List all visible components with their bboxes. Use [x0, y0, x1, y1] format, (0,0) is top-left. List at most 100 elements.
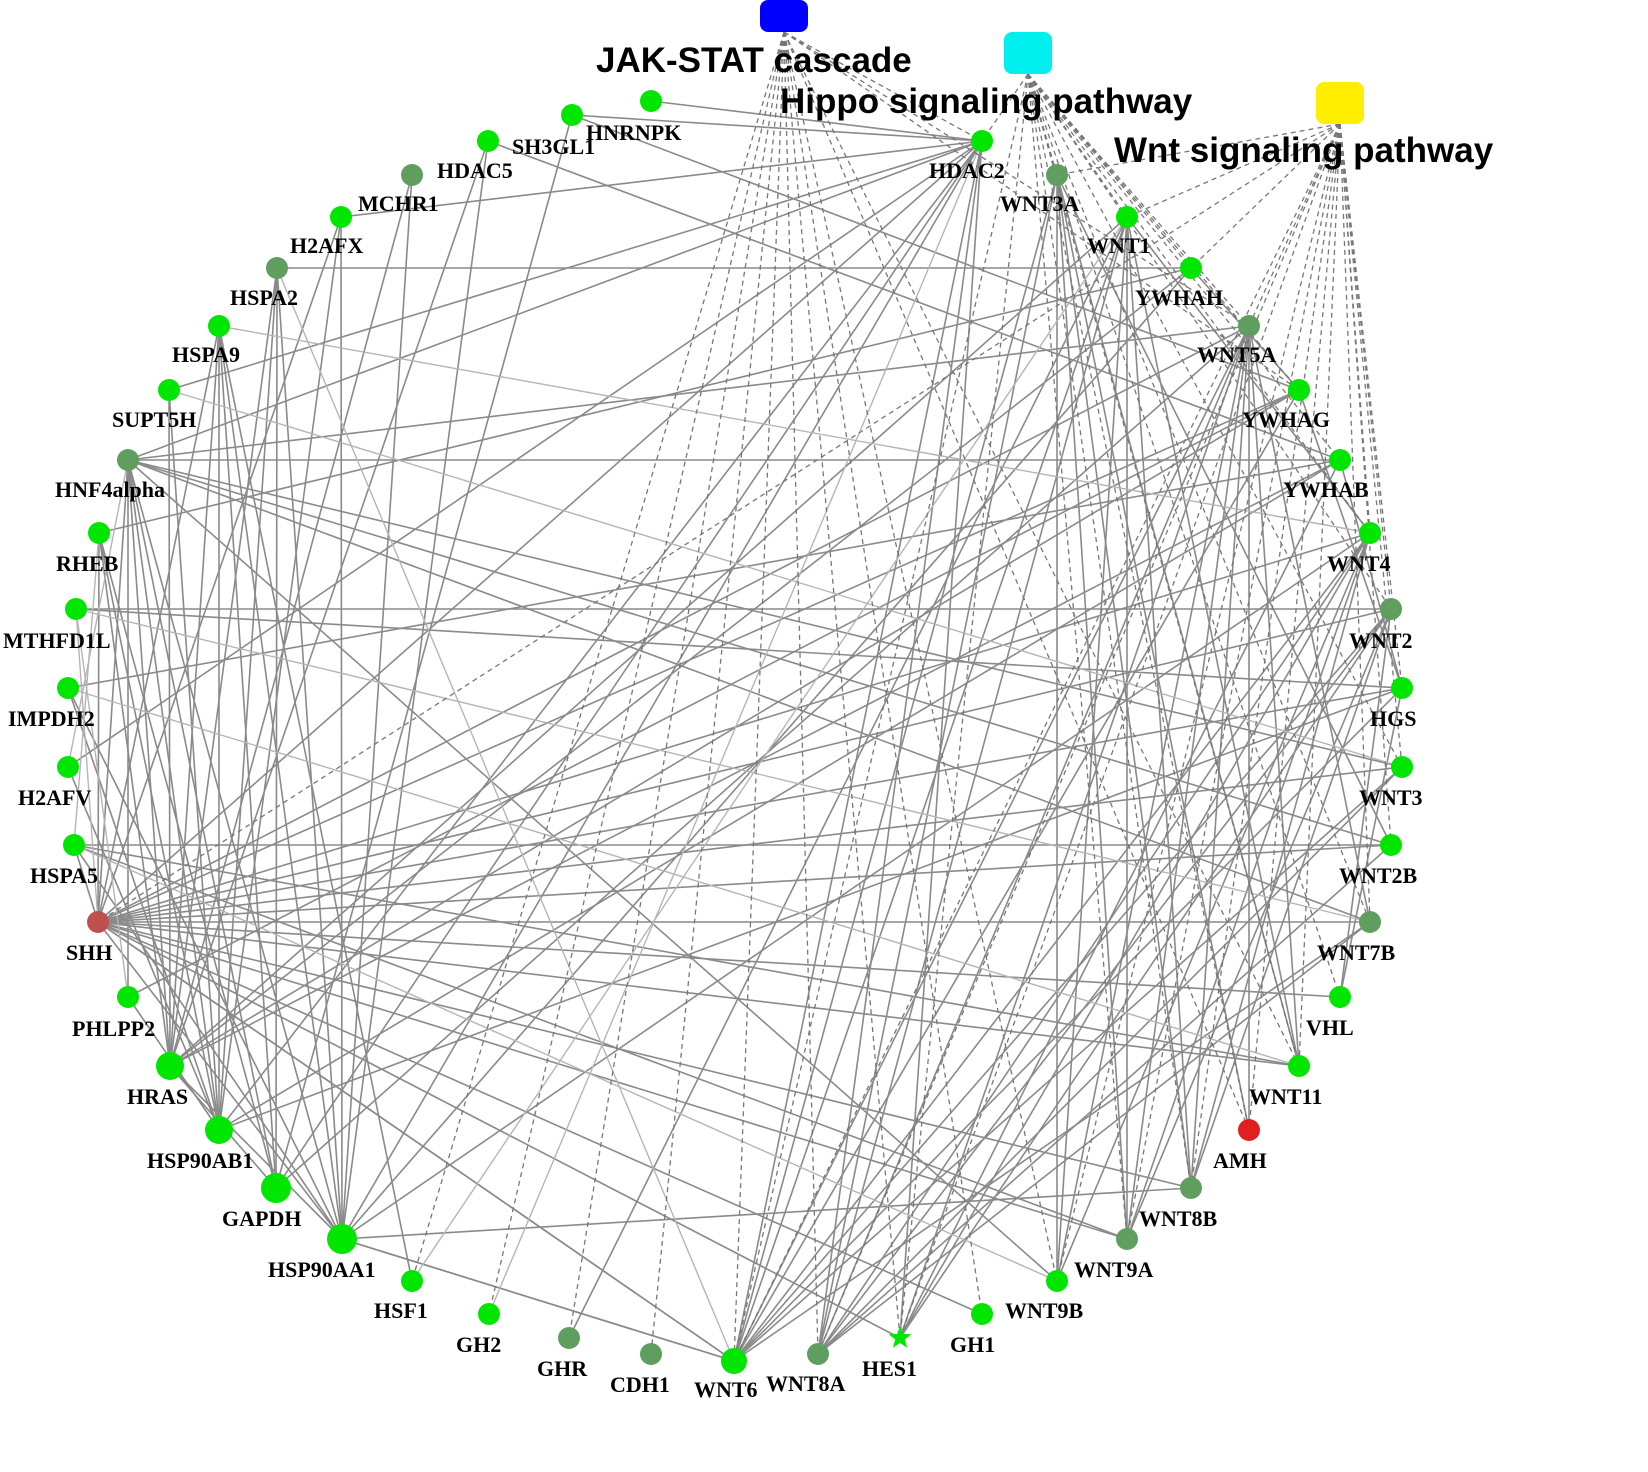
edge-wnt11-wnt5a [1248, 325, 1300, 1067]
edge-hras-mchr1 [169, 174, 413, 1067]
gene-label-wnt6: WNT6 [694, 1377, 758, 1402]
gene-node-supt5h[interactable] [158, 379, 180, 401]
gene-node-shh[interactable] [87, 911, 109, 933]
edge-impdh2-hsp90ab1 [67, 687, 220, 1131]
edge-wnt8a-wnt7b [817, 921, 1371, 1355]
gene-node-ghr[interactable] [558, 1327, 580, 1349]
gene-label-ywhag: YWHAG [1242, 407, 1330, 432]
gene-node-hspa2[interactable] [266, 257, 288, 279]
pathway-edge-hippo-wnt4 [1027, 73, 1371, 534]
gene-node-wnt5a[interactable] [1238, 315, 1260, 337]
pathway-edge-jak-gh2 [488, 31, 785, 1315]
gene-node-gapdh[interactable] [261, 1173, 291, 1203]
pathway-edge-jak-hsf1 [411, 31, 785, 1282]
hippo-signaling-pathway-node[interactable] [1004, 32, 1052, 74]
gene-node-mthfd1l[interactable] [65, 598, 87, 620]
gene-node-ywhag[interactable] [1288, 379, 1310, 401]
gene-node-wnt4[interactable] [1359, 522, 1381, 544]
gene-node-hsp90ab1[interactable] [205, 1116, 233, 1144]
gene-node-wnt11[interactable] [1288, 1055, 1310, 1077]
gene-label-hsp90ab1: HSP90AB1 [147, 1148, 253, 1173]
pathway-edge-wnt-wnt8b [1190, 123, 1341, 1189]
gene-node-ywhab[interactable] [1329, 449, 1351, 471]
jak-stat-cascade-label: JAK-STAT cascade [596, 41, 912, 80]
pathway-edge-hippo-hes1 [899, 73, 1029, 1339]
gene-label-ywhah: YWHAH [1135, 285, 1223, 310]
gene-node-hdac2[interactable] [971, 130, 993, 152]
pathway-edge-hippo-vhl [1027, 73, 1341, 998]
gene-node-phlpp2[interactable] [117, 986, 139, 1008]
edge-ywhag-hgs [1298, 389, 1403, 689]
gene-node-gh1[interactable] [971, 1303, 993, 1325]
gene-node-h2afx[interactable] [330, 206, 352, 228]
pathway-nodes: JAK-STAT cascade Hippo signaling pathway… [596, 0, 1494, 170]
gene-node-wnt6[interactable] [721, 1348, 747, 1374]
gene-node-wnt9b[interactable] [1046, 1270, 1068, 1292]
gene-node-wnt8b[interactable] [1180, 1177, 1202, 1199]
edge-hras-wnt1 [169, 216, 1128, 1067]
gene-node-wnt1[interactable] [1116, 206, 1138, 228]
edge-wnt6-wnt7b [733, 921, 1371, 1362]
edge-hsp90aa1-h2afx [340, 216, 343, 1240]
edge-hes1-wnt5a [899, 325, 1250, 1339]
gene-label-hdac2: HDAC2 [929, 158, 1005, 183]
edge-hras-rheb [98, 532, 171, 1067]
gene-node-hspa5[interactable] [63, 834, 85, 856]
wnt-signaling-pathway-label: Wnt signaling pathway [1114, 131, 1494, 170]
gene-label-rheb: RHEB [56, 551, 119, 576]
wnt-signaling-pathway-node[interactable] [1316, 82, 1364, 124]
edge-supt5h-hdac2 [168, 140, 983, 391]
gene-node-hnf4alpha[interactable] [117, 449, 139, 471]
edge-hras-hdac5 [169, 140, 489, 1067]
gene-node-vhl[interactable] [1329, 986, 1351, 1008]
edge-wnt5a-wnt7b [1248, 325, 1371, 923]
gene-node-hdac5[interactable] [477, 130, 499, 152]
gene-node-amh[interactable] [1238, 1119, 1260, 1141]
edge-wnt9b-wnt5a [1056, 325, 1250, 1282]
gene-label-wnt8a: WNT8A [766, 1371, 846, 1396]
gene-node-mchr1[interactable] [401, 164, 423, 186]
gene-label-h2afx: H2AFX [290, 233, 363, 258]
edge-gapdh-hspa9 [218, 325, 277, 1189]
gene-node-wnt2b[interactable] [1380, 834, 1402, 856]
pathway-edge-wnt-wnt5a [1248, 123, 1341, 327]
gene-node-wnt9a[interactable] [1116, 1228, 1138, 1250]
gene-label-mchr1: MCHR1 [358, 191, 439, 216]
gene-label-hspa9: HSPA9 [172, 342, 240, 367]
gene-label-hsf1: HSF1 [374, 1298, 428, 1323]
gene-node-wnt3[interactable] [1391, 756, 1413, 778]
gene-node-wnt3a[interactable] [1046, 164, 1068, 186]
gene-node-hsf1[interactable] [401, 1270, 423, 1292]
gene-node-h2afv[interactable] [57, 756, 79, 778]
gene-node-hsp90aa1[interactable] [327, 1224, 357, 1254]
gene-node-hnrnpk[interactable] [640, 90, 662, 112]
gene-node-wnt8a[interactable] [807, 1343, 829, 1365]
gene-node-wnt7b[interactable] [1359, 911, 1381, 933]
gene-node-cdh1[interactable] [640, 1343, 662, 1365]
edge-mthfd1l-wnt7b [75, 608, 1371, 923]
gene-node-hgs[interactable] [1391, 677, 1413, 699]
gene-node-ywhah[interactable] [1180, 257, 1202, 279]
pathway-edge-hippo-hdac2 [981, 73, 1029, 142]
jak-stat-cascade-node[interactable] [760, 0, 808, 32]
gene-node-gh2[interactable] [478, 1303, 500, 1325]
gene-node-sh3gl1[interactable] [561, 104, 583, 126]
gene-label-wnt1: WNT1 [1087, 233, 1151, 258]
gene-label-wnt7b: WNT7B [1317, 940, 1396, 965]
edge-wnt8b-wnt5a [1190, 325, 1250, 1189]
edge-hsp90aa1-hspa2 [276, 267, 343, 1240]
gene-node-wnt2[interactable] [1380, 598, 1402, 620]
edge-hes1-wnt2 [899, 608, 1392, 1339]
gene-node-hes1[interactable] [888, 1326, 912, 1348]
edge-shh-hgs [97, 687, 1403, 923]
gene-node-rheb[interactable] [88, 522, 110, 544]
edge-wnt6-wnt2 [733, 608, 1392, 1362]
gene-node-hspa9[interactable] [208, 315, 230, 337]
edge-wnt6-hspa2 [276, 267, 735, 1362]
edge-hnrnpk-hdac2 [650, 100, 983, 142]
gene-node-impdh2[interactable] [57, 677, 79, 699]
edge-mchr1-hsp90aa1 [341, 174, 413, 1240]
edge-shh-wnt8b [97, 921, 1192, 1189]
gene-node-hras[interactable] [156, 1052, 184, 1080]
